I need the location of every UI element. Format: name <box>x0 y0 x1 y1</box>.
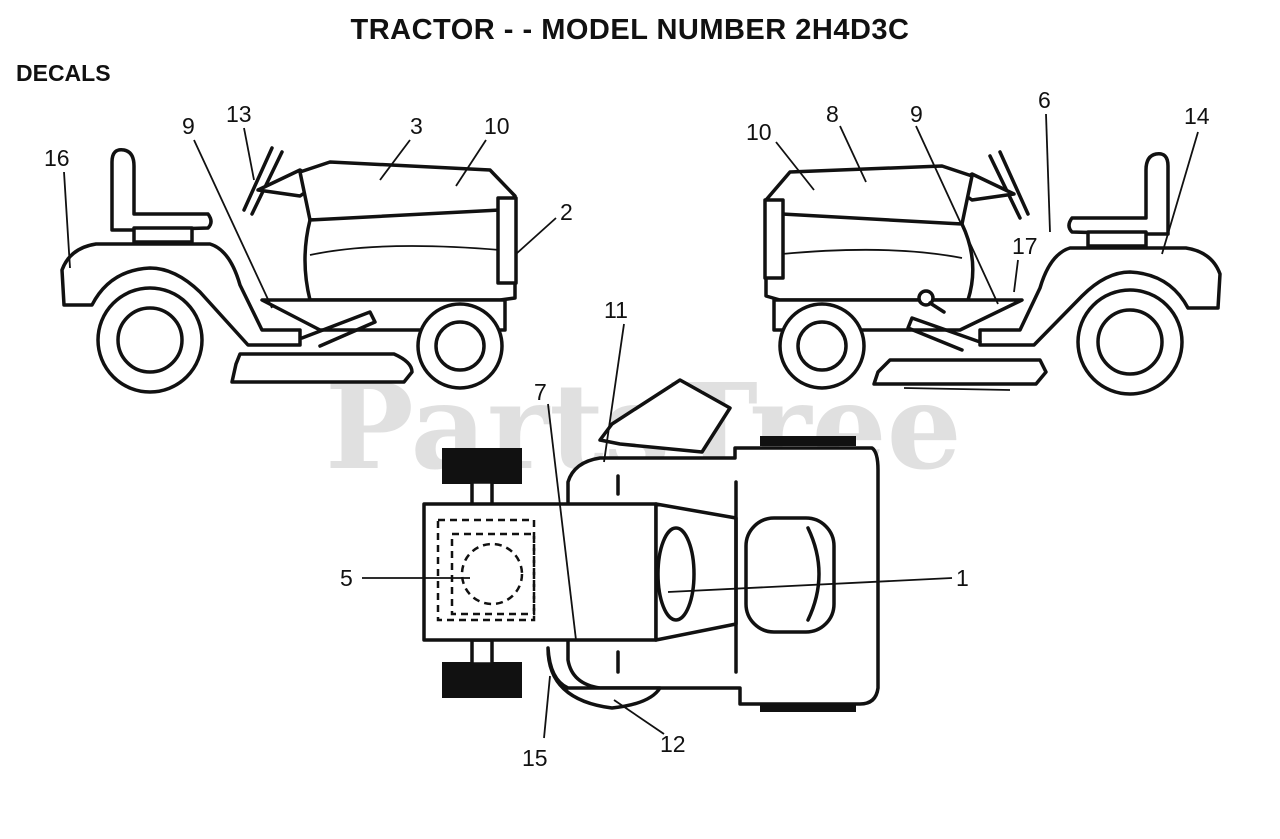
callout-numbers: 16 9 13 3 10 2 10 8 9 6 14 17 11 7 5 1 1… <box>44 87 1210 771</box>
pedal <box>300 310 377 348</box>
mower-deck <box>872 358 1048 386</box>
mower-deck <box>230 352 414 384</box>
rear-tire-top <box>442 448 522 484</box>
grille <box>496 196 518 285</box>
callout-11: 11 <box>604 297 628 323</box>
front-wheel-hub <box>796 320 848 372</box>
seat <box>1067 152 1170 236</box>
callout-14: 14 <box>1184 103 1210 129</box>
rear-wheel-hub <box>116 306 184 374</box>
callout-9-left: 9 <box>182 113 195 139</box>
seat-outline <box>436 518 536 622</box>
seat-plate <box>422 502 658 642</box>
grille <box>763 198 785 280</box>
seat-base <box>1086 230 1148 248</box>
front-tire-top <box>760 436 856 446</box>
leader-lines <box>63 113 1199 739</box>
callout-3: 3 <box>410 113 423 139</box>
callout-16: 16 <box>44 145 70 171</box>
callout-8: 8 <box>826 101 839 127</box>
front-wheel-hub <box>434 320 486 372</box>
callout-12: 12 <box>660 731 686 757</box>
callout-1: 1 <box>956 565 969 591</box>
seat <box>110 148 213 232</box>
callout-2: 2 <box>560 199 573 225</box>
rear-fender <box>978 246 1222 347</box>
section-label: DECALS <box>16 60 111 86</box>
callout-17: 17 <box>1012 233 1038 259</box>
steering-wheel-top <box>598 378 732 454</box>
callout-7: 7 <box>534 379 547 405</box>
steering-wheel <box>242 146 284 216</box>
grille-top <box>744 516 836 634</box>
right-side-view <box>763 150 1222 396</box>
fuel-cap <box>656 526 696 622</box>
callout-15: 15 <box>522 745 548 771</box>
top-view <box>422 378 880 712</box>
pedal <box>906 316 982 352</box>
seat-cushion <box>460 542 524 606</box>
rear-wheel-hub <box>1096 308 1164 376</box>
callout-5: 5 <box>340 565 353 591</box>
fender-bottom <box>546 646 662 710</box>
callout-10-right: 10 <box>746 119 772 145</box>
rear-fender <box>60 242 302 347</box>
callout-10-left: 10 <box>484 113 510 139</box>
diagram-title: TRACTOR - - MODEL NUMBER 2H4D3C <box>350 14 910 46</box>
callout-9-right: 9 <box>910 101 923 127</box>
callout-13: 13 <box>226 101 252 127</box>
rear-tire-bottom <box>442 662 522 698</box>
callout-6: 6 <box>1038 87 1051 113</box>
front-tire-bottom <box>760 702 856 712</box>
steering-wheel <box>988 150 1030 220</box>
seat-base <box>132 226 194 244</box>
left-side-view <box>60 146 518 394</box>
